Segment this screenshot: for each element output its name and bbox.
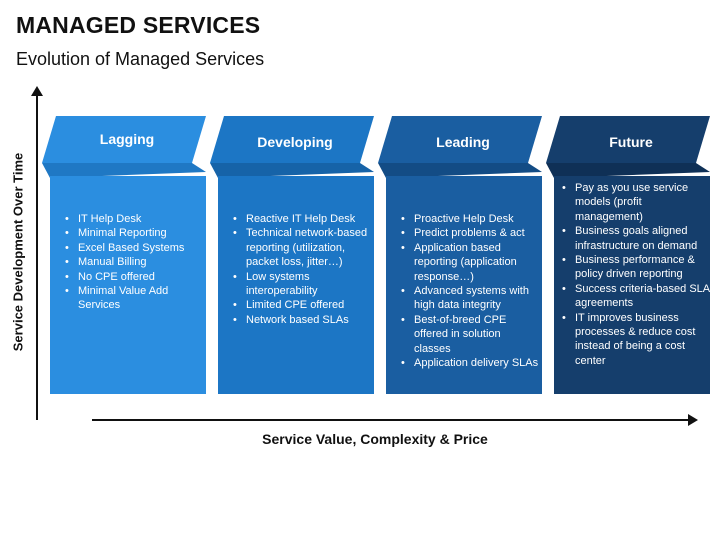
list-item: Technical network-based reporting (utili…	[230, 226, 372, 269]
stage-developing-header	[210, 116, 374, 163]
list-item: Application delivery SLAs	[398, 356, 540, 371]
stage-future-header	[546, 116, 710, 163]
list-item: Application based reporting (application…	[398, 241, 540, 284]
list-item: Reactive IT Help Desk	[230, 212, 372, 227]
list-item: IT Help Desk	[62, 212, 202, 227]
stage-lagging-fold	[42, 163, 206, 178]
list-item: Proactive Help Desk	[398, 212, 540, 227]
stage-developing-list: Reactive IT Help Desk Technical network-…	[230, 212, 372, 328]
stage-leading-header	[378, 116, 542, 163]
stage-leading-body: Proactive Help Desk Predict problems & a…	[398, 212, 540, 371]
stage-leading: Leading Proactive Help Desk Predict prob…	[378, 116, 548, 396]
list-item: Business goals aligned infrastructure on…	[559, 224, 711, 253]
list-item: Best-of-breed CPE offered in solution cl…	[398, 313, 540, 356]
list-item: Low systems interoperability	[230, 270, 372, 299]
list-item: Pay as you use service models (profit ma…	[559, 181, 711, 224]
stage-lagging-list: IT Help Desk Minimal Reporting Excel Bas…	[62, 212, 202, 313]
list-item: No CPE offered	[62, 270, 202, 285]
page-subtitle: Evolution of Managed Services	[16, 49, 265, 69]
y-axis-line	[36, 94, 38, 420]
stage-lagging-body: IT Help Desk Minimal Reporting Excel Bas…	[62, 212, 202, 313]
stage-developing-body: Reactive IT Help Desk Technical network-…	[230, 212, 372, 328]
stage-future: Future Pay as you use service models (pr…	[546, 116, 716, 396]
list-item: Limited CPE offered	[230, 298, 372, 313]
list-item: Minimal Reporting	[62, 226, 202, 241]
list-item: Business performance & policy driven rep…	[559, 253, 711, 282]
list-item: Success criteria-based SLA agreements	[559, 282, 711, 311]
stage-developing-fold	[210, 163, 374, 178]
list-item: Advanced systems with high data integrit…	[398, 284, 540, 313]
y-axis-label: Service Development Over Time	[10, 152, 26, 352]
stage-lagging-title: Lagging	[99, 131, 155, 147]
stage-future-list: Pay as you use service models (profit ma…	[559, 181, 711, 368]
stage-developing-title: Developing	[257, 134, 333, 150]
x-axis-label: Service Value, Complexity & Price	[262, 431, 488, 447]
list-item: Minimal Value Add Services	[62, 284, 202, 313]
list-item: Manual Billing	[62, 255, 202, 270]
stage-leading-fold	[378, 163, 542, 178]
list-item: Excel Based Systems	[62, 241, 202, 256]
stage-lagging: Lagging IT Help Desk Minimal Reporting E…	[42, 116, 212, 396]
x-axis-arrowhead	[688, 414, 698, 426]
stage-developing: Developing Reactive IT Help Desk Technic…	[210, 116, 380, 396]
page-title: MANAGED SERVICES	[16, 12, 261, 38]
list-item: IT improves business processes & reduce …	[559, 311, 711, 369]
stage-future-title: Future	[609, 134, 653, 150]
stage-leading-title: Leading	[436, 134, 490, 150]
list-item: Network based SLAs	[230, 313, 372, 328]
stage-future-fold	[546, 163, 710, 178]
list-item: Predict problems & act	[398, 226, 540, 241]
stage-leading-list: Proactive Help Desk Predict problems & a…	[398, 212, 540, 371]
y-axis-arrowhead	[31, 86, 43, 96]
x-axis-line	[92, 419, 690, 421]
stage-lagging-header	[42, 116, 206, 163]
stage-future-body: Pay as you use service models (profit ma…	[559, 181, 711, 368]
